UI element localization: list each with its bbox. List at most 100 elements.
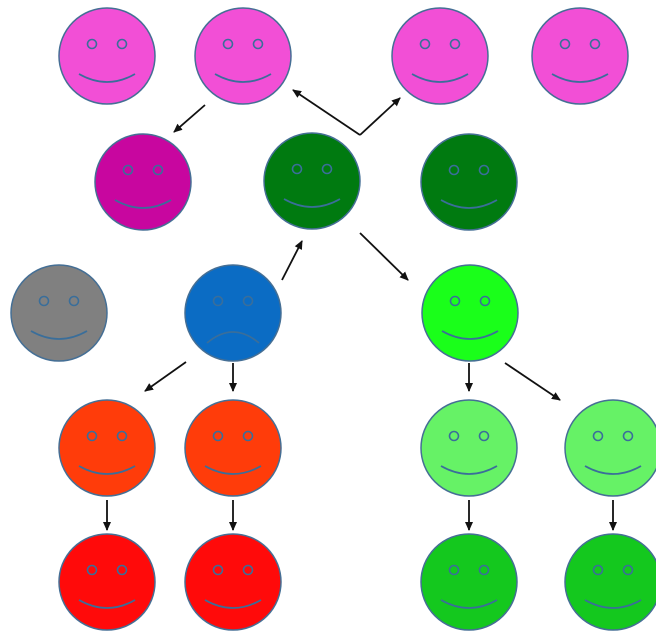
arrow-face-bright-green-to-face-light-green-2 (504, 362, 561, 401)
left-eye (419, 38, 431, 50)
face-pink-3 (391, 7, 489, 105)
left-eye (592, 430, 604, 442)
face-circle (263, 132, 361, 230)
face-circle (564, 399, 656, 497)
smile-mouth (440, 199, 498, 209)
arrow-face-blue-sad-to-face-orange-red-1 (144, 361, 187, 392)
face-blue-sad (184, 264, 282, 362)
face-circle (421, 264, 519, 362)
face-orange-red-2 (184, 399, 282, 497)
right-eye (116, 564, 128, 576)
smile-mouth (441, 330, 499, 340)
face-circle (58, 533, 156, 631)
smile-mouth (584, 465, 642, 475)
face-bright-green (421, 264, 519, 362)
arrow-face-dark-green-center-to-face-pink-3 (359, 97, 401, 136)
right-eye (116, 430, 128, 442)
left-eye (448, 430, 460, 442)
arrows-layer (103, 89, 617, 531)
face-magenta (94, 133, 192, 231)
face-circle (420, 399, 518, 497)
smile-mouth (440, 599, 498, 609)
face-circle (184, 264, 282, 362)
right-eye (478, 430, 490, 442)
left-eye (122, 164, 134, 176)
smile-mouth (78, 465, 136, 475)
left-eye (592, 564, 604, 576)
smile-mouth (584, 599, 642, 609)
left-eye (86, 38, 98, 50)
right-eye (242, 295, 254, 307)
face-circle (420, 133, 518, 231)
left-eye (448, 564, 460, 576)
right-eye (478, 164, 490, 176)
face-light-green-2 (564, 399, 656, 497)
right-eye (242, 564, 254, 576)
face-circle (94, 133, 192, 231)
face-medium-green-1 (420, 533, 518, 631)
right-eye (152, 164, 164, 176)
face-circle (184, 533, 282, 631)
smile-mouth (283, 198, 341, 208)
right-eye (622, 430, 634, 442)
left-eye (212, 295, 224, 307)
left-eye (86, 564, 98, 576)
left-eye (38, 295, 50, 307)
right-eye (478, 564, 490, 576)
smile-mouth (204, 599, 262, 609)
smile-mouth (204, 465, 262, 475)
smile-mouth (78, 73, 136, 83)
smile-mouth (440, 465, 498, 475)
right-eye (116, 38, 128, 50)
face-red-2 (184, 533, 282, 631)
left-eye (559, 38, 571, 50)
face-dark-green-center (263, 132, 361, 230)
face-pink-1 (58, 7, 156, 105)
face-dark-green-right (420, 133, 518, 231)
smile-mouth (551, 73, 609, 83)
faces-layer (10, 7, 656, 631)
face-red-1 (58, 533, 156, 631)
face-pink-4 (531, 7, 629, 105)
left-eye (86, 430, 98, 442)
smile-mouth (78, 599, 136, 609)
arrow-face-dark-green-center-to-face-pink-2 (292, 89, 361, 136)
face-gray (10, 264, 108, 362)
right-eye (242, 430, 254, 442)
face-circle (531, 7, 629, 105)
smile-mouth (214, 73, 272, 83)
arrow-face-pink-2-to-face-magenta (173, 104, 206, 133)
smile-mouth (411, 73, 469, 83)
face-circle (194, 7, 292, 105)
right-eye (449, 38, 461, 50)
face-circle (391, 7, 489, 105)
face-circle (420, 533, 518, 631)
right-eye (321, 163, 333, 175)
left-eye (212, 430, 224, 442)
smile-mouth (30, 330, 88, 340)
right-eye (479, 295, 491, 307)
left-eye (222, 38, 234, 50)
face-circle (58, 399, 156, 497)
face-medium-green-2 (564, 533, 656, 631)
right-eye (252, 38, 264, 50)
right-eye (589, 38, 601, 50)
frown-mouth (206, 331, 260, 344)
right-eye (622, 564, 634, 576)
face-orange-red-1 (58, 399, 156, 497)
face-circle (184, 399, 282, 497)
arrow-face-blue-sad-to-face-dark-green-center (281, 240, 303, 281)
face-circle (564, 533, 656, 631)
face-circle (58, 7, 156, 105)
left-eye (291, 163, 303, 175)
smile-mouth (114, 199, 172, 209)
face-pink-2 (194, 7, 292, 105)
arrow-face-dark-green-center-to-face-bright-green (359, 232, 409, 281)
face-circle (10, 264, 108, 362)
left-eye (212, 564, 224, 576)
left-eye (449, 295, 461, 307)
right-eye (68, 295, 80, 307)
left-eye (448, 164, 460, 176)
face-light-green-1 (420, 399, 518, 497)
